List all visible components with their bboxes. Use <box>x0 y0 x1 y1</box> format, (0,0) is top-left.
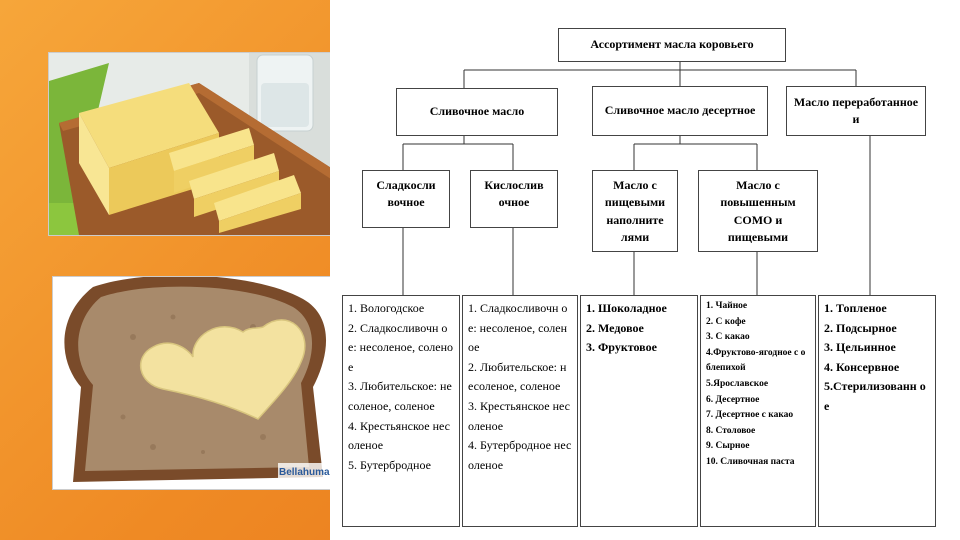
root-label: Ассортимент масла коровьего <box>590 36 753 53</box>
list-item: 5.Ярославское <box>706 377 810 393</box>
subcategory-node-kislosливochnoe: Кислослив очное <box>470 170 558 228</box>
list-item: 7. Десертное с какао <box>706 408 810 424</box>
list-item: 1. Топленое <box>824 299 930 319</box>
list-item: 1. Сладкосливочн ое: несоленое, соленое <box>468 299 572 358</box>
list-item: 6. Десертное <box>706 393 810 409</box>
category-label: Масло переработанное и <box>791 94 921 129</box>
list-item: 4. Бутербродное несоленое <box>468 436 572 475</box>
category-node-pererabotannoe: Масло переработанное и <box>786 86 926 136</box>
list-somo: 1. Чайное 2. С кофе 3. С какао 4.Фруктов… <box>700 295 816 527</box>
list-item: 1. Шоколадное <box>586 299 692 319</box>
list-item: 2. С кофе <box>706 315 810 331</box>
list-kislosливochnoe: 1. Сладкосливочн ое: несоленое, соленое … <box>462 295 578 527</box>
list-item: 3. Любительское: несоленое, соленое <box>348 377 454 416</box>
subcategory-label: Сладкосли вочное <box>367 177 445 212</box>
list-item: 4. Крестьянское несоленое <box>348 417 454 456</box>
list-item: 8. Столовое <box>706 424 810 440</box>
list-item: 4.Фруктово-ягодное с облепихой <box>706 346 810 377</box>
category-node-desertnoe: Сливочное масло десертное <box>592 86 768 136</box>
root-node: Ассортимент масла коровьего <box>558 28 786 62</box>
category-label: Сливочное масло десертное <box>605 102 756 119</box>
subcategory-node-napolniteli: Масло с пищевыми наполните лями <box>592 170 678 252</box>
subcategory-label: Кислослив очное <box>475 177 553 212</box>
list-item: 3. Цельинное <box>824 338 930 358</box>
subcategory-label: Масло с повышенным СОМО и пищевыми <box>703 177 813 247</box>
list-pererabotannoe: 1. Топленое 2. Подсырное 3. Цельинное 4.… <box>818 295 936 527</box>
subcategory-node-somo: Масло с повышенным СОМО и пищевыми <box>698 170 818 252</box>
category-label: Сливочное масло <box>430 103 525 120</box>
list-item: 9. Сырное <box>706 439 810 455</box>
list-item: 2. Любительское: несоленое, соленое <box>468 358 572 397</box>
list-item: 1. Чайное <box>706 299 810 315</box>
category-node-slivochnoe: Сливочное масло <box>396 88 558 136</box>
list-napolniteli: 1. Шоколадное 2. Медовое 3. Фруктовое <box>580 295 698 527</box>
subcategory-label: Масло с пищевыми наполните лями <box>597 177 673 247</box>
list-item: 4. Консервное <box>824 358 930 378</box>
subcategory-node-sladkoslivochnoe: Сладкосли вочное <box>362 170 450 228</box>
list-vologodskoe: 1. Вологодское 2. Сладкосливочн ое: несо… <box>342 295 460 527</box>
list-item: 1. Вологодское <box>348 299 454 319</box>
list-item: 5.Стерилизованн ое <box>824 377 930 416</box>
list-item: 10. Сливочная паста <box>706 455 810 471</box>
list-item: 3. Крестьянское несоленое <box>468 397 572 436</box>
list-item: 2. Сладкосливочн ое: несоленое, соленое <box>348 319 454 378</box>
list-item: 2. Медовое <box>586 319 692 339</box>
list-item: 3. Фруктовое <box>586 338 692 358</box>
list-item: 2. Подсырное <box>824 319 930 339</box>
list-item: 3. С какао <box>706 330 810 346</box>
list-item: 5. Бутербродное <box>348 456 454 476</box>
